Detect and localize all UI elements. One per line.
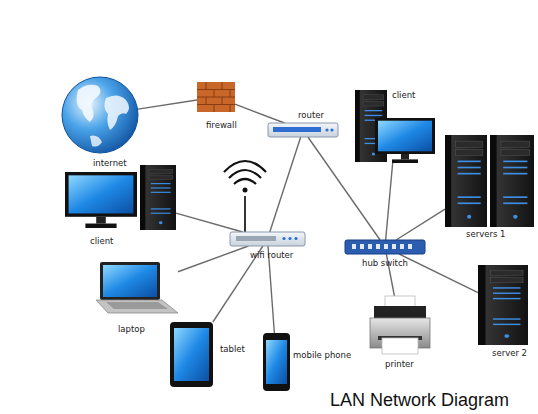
device-label: printer — [385, 359, 414, 369]
server-tower — [490, 135, 534, 227]
network-cable — [396, 209, 445, 240]
device-label: client — [392, 90, 415, 100]
device-node: wifi router — [230, 232, 305, 246]
phone-body — [263, 333, 290, 391]
wifi-router-body — [230, 232, 305, 246]
network-cable — [235, 104, 285, 123]
router-strip — [273, 127, 321, 132]
brick-lines — [197, 82, 235, 112]
device-node: firewall — [197, 82, 235, 112]
laptop-keyboard — [106, 302, 168, 309]
device-label: servers 1 — [466, 229, 505, 239]
client-monitor — [65, 172, 137, 228]
device-label: router — [298, 110, 324, 120]
router-body — [268, 123, 338, 137]
network-cable — [138, 100, 197, 109]
device-node: printer — [370, 296, 430, 354]
phone-screen — [266, 340, 287, 384]
device-label: mobile phone — [293, 350, 351, 360]
device-label: wifi router — [250, 250, 293, 260]
client-monitor — [375, 118, 435, 163]
continent — [77, 85, 101, 122]
client-tower — [140, 165, 176, 230]
device-node: hub switch — [345, 240, 425, 254]
printer-top — [374, 306, 426, 318]
switch-ports — [352, 244, 412, 249]
laptop-lid — [100, 262, 160, 300]
device-node: client — [65, 165, 176, 230]
network-cable — [176, 213, 243, 232]
wifi-router-strip — [236, 236, 276, 241]
network-cable — [399, 254, 478, 293]
device-label: laptop — [118, 324, 145, 334]
device-label: hub switch — [362, 258, 408, 268]
laptop-base — [96, 300, 178, 313]
device-node: client — [355, 90, 437, 163]
device-label: tablet — [220, 344, 245, 354]
device-node: mobile phone — [263, 333, 290, 391]
device-label: internet — [93, 158, 127, 168]
firewall-wall — [197, 82, 235, 112]
device-label: firewall — [206, 120, 237, 130]
device-node: internet — [62, 77, 138, 153]
network-cable — [178, 246, 248, 272]
network-cable — [386, 163, 393, 240]
device-node: tablet — [170, 322, 213, 387]
device-node: server 2 — [478, 265, 528, 345]
continent — [90, 136, 102, 147]
device-label: server 2 — [492, 348, 527, 358]
antenna — [244, 196, 246, 232]
wifi-dot — [243, 188, 248, 193]
wifi-light — [282, 237, 285, 240]
router-light — [330, 128, 333, 131]
switch-body — [345, 240, 425, 254]
diagram-title: LAN Network Diagram — [330, 389, 509, 411]
tablet-body — [170, 322, 213, 387]
tablet-screen — [174, 328, 209, 381]
laptop-screen — [103, 265, 157, 297]
wifi-arc — [234, 179, 256, 184]
device-node: servers 1 — [445, 135, 534, 227]
device-label: client — [90, 236, 113, 246]
globe — [62, 77, 138, 153]
server-tower — [478, 265, 528, 345]
wifi-light — [288, 237, 291, 240]
server-tower — [445, 135, 487, 227]
wifi-arc — [229, 170, 261, 178]
network-cable — [270, 137, 301, 232]
router-light — [325, 128, 328, 131]
device-node: router — [268, 123, 338, 137]
wifi-arc — [224, 161, 266, 172]
printer-output — [382, 338, 418, 354]
device-node: laptop — [92, 262, 178, 313]
wifi-light — [294, 237, 297, 240]
continent — [104, 95, 129, 130]
